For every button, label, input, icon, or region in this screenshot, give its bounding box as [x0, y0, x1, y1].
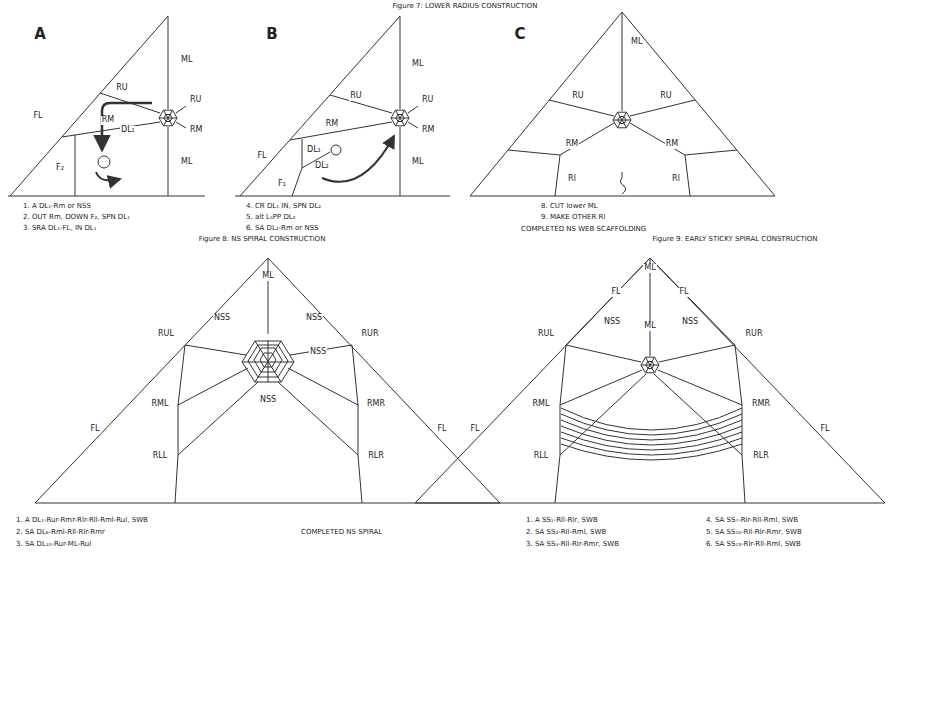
thread-label: FL: [436, 425, 447, 434]
step-caption: 5. alt L₄PP DL₂: [245, 214, 297, 222]
thread-label: DL₂: [314, 162, 330, 171]
step-caption: 2. SA SS₂-Rll-Rml, SWB: [525, 529, 607, 537]
thread-label: DL₁: [306, 146, 322, 155]
thread-label: FL: [32, 112, 43, 121]
sticky-spiral-thread: [561, 408, 742, 430]
step-caption: 6. SA SS₁₃-Rlr-Rll-Rml, SWB: [705, 541, 802, 549]
sticky-spiral-thread: [561, 414, 742, 435]
thread-label: RU: [115, 84, 128, 93]
thread-label: FL: [89, 425, 100, 434]
step-caption: COMPLETED NS WEB SCAFFOLDING: [520, 226, 647, 234]
thread-label: ML: [180, 158, 193, 167]
step-caption: 3. SRA DL₁-FL, IN DL₁: [22, 225, 98, 233]
thread-label: RM: [565, 140, 579, 149]
sticky-spiral-thread: [561, 432, 742, 450]
thread-label: NSS: [681, 318, 699, 327]
thread-label: FL: [819, 425, 830, 434]
thread-label: NSS: [213, 314, 231, 323]
thread-label: F₁: [277, 180, 287, 189]
thread-label: NSS: [259, 396, 277, 405]
thread-label: RM: [421, 126, 435, 135]
step-caption: 9. MAKE OTHER Rl: [540, 214, 606, 222]
step-caption: 6. SA DL₂-Rm or NSS: [245, 225, 320, 233]
step-caption: 3. SA DL₁₀-Rur-ML-Rul: [15, 541, 92, 549]
thread-label: DL₁: [120, 126, 136, 135]
step-caption: COMPLETED NS SPIRAL: [300, 529, 383, 537]
thread-label: ML: [643, 264, 656, 273]
thread-label: NSS: [305, 314, 323, 323]
sticky-spiral-thread: [561, 420, 742, 440]
thread-label: ML: [643, 322, 656, 331]
step-caption: 3. SA SS₄-Rll-Rlr-Rmr, SWB: [525, 541, 620, 549]
thread-label: RM: [189, 126, 203, 135]
thread-label: RLL: [152, 452, 168, 461]
step-caption: 5. SA SS₁₀-Rll-Rlr-Rmr, SWB: [705, 529, 803, 537]
thread-label: ML: [261, 272, 274, 281]
step-caption: Figure 9: EARLY STICKY SPIRAL CONSTRUCTI…: [651, 236, 818, 244]
panel-letter: A: [33, 26, 47, 43]
thread-label: RM: [665, 140, 679, 149]
sticky-spiral-thread: [561, 444, 742, 460]
thread-label: RLL: [533, 452, 549, 461]
thread-label: RLR: [367, 452, 385, 461]
thread-label: RUL: [157, 330, 175, 339]
thread-label: FL: [610, 288, 621, 297]
figure-title: Figure 7: LOWER RADIUS CONSTRUCTION: [391, 3, 538, 11]
thread-label: RU: [421, 96, 434, 105]
thread-label: RML: [532, 400, 551, 409]
thread-label: RM: [101, 116, 115, 125]
thread-label: RUL: [537, 330, 555, 339]
thread-label: RU: [659, 92, 672, 101]
thread-label: RMR: [366, 400, 386, 409]
panel-letter: C: [513, 26, 526, 43]
thread-label: ML: [630, 38, 643, 47]
thread-label: ML: [411, 158, 424, 167]
step-caption: 2. OUT Rm, DOWN F₂, SPN DL₁: [22, 214, 131, 222]
thread-label: RU: [349, 92, 362, 101]
thread-label: RM: [325, 120, 339, 129]
thread-label: NSS: [603, 318, 621, 327]
step-caption: 1. A SS₁-Rll-Rlr, SWB: [525, 517, 599, 525]
thread-label: RU: [571, 92, 584, 101]
step-caption: 4. SA SS₇-Rlr-Rll-Rml, SWB: [705, 517, 799, 525]
step-caption: Figure 8: NS SPIRAL CONSTRUCTiON: [198, 236, 327, 244]
thread-label: RUR: [361, 330, 380, 339]
thread-label: RML: [151, 400, 170, 409]
thread-label: FL: [256, 152, 267, 161]
step-caption: 8. CUT lower ML: [540, 203, 599, 211]
thread-label: RMR: [751, 400, 771, 409]
sticky-spiral-thread: [561, 426, 742, 445]
thread-label: NSS: [309, 348, 327, 357]
thread-label: RUR: [745, 330, 764, 339]
thread-label: ML: [180, 56, 193, 65]
step-caption: 1. A DL₁-Rm or NSS: [22, 203, 92, 211]
thread-label: Rl: [567, 175, 577, 184]
thread-label: FL: [678, 288, 689, 297]
step-caption: 4. CR DL₁ IN, SPN DL₂: [245, 203, 322, 211]
thread-label: FL: [469, 425, 480, 434]
thread-label: RLR: [752, 452, 770, 461]
thread-label: ML: [411, 60, 424, 69]
thread-label: Rl: [671, 175, 681, 184]
step-caption: 1. A DL₁-Rur-Rmr-Rlr-Rll-Rml-Rul, SWB: [15, 517, 149, 525]
panel-letter: B: [265, 26, 278, 43]
step-caption: 2. SA DL₆-Rml-Rll-Rlr-Rmr: [15, 529, 106, 537]
thread-label: RU: [189, 96, 202, 105]
thread-label: F₂: [55, 164, 65, 173]
